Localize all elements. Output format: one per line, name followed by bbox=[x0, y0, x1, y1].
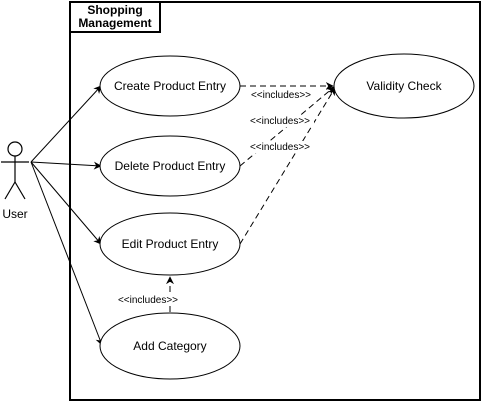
include-label-add-category: <<includes>> bbox=[118, 295, 178, 306]
use-case-edit-product-entry[interactable]: Edit Product Entry bbox=[99, 212, 241, 276]
actor-label: User bbox=[2, 207, 27, 221]
association-create bbox=[30, 85, 102, 163]
include-label-bg-add-category bbox=[113, 294, 183, 306]
include-label-create: <<includes>> bbox=[251, 90, 311, 101]
use-case-add-category-label: Add Category bbox=[133, 339, 206, 353]
association-delete bbox=[30, 161, 102, 170]
association-add-category bbox=[30, 161, 104, 346]
use-case-validity-check[interactable]: Validity Check bbox=[333, 53, 475, 119]
include-label-delete: <<includes>> bbox=[250, 116, 310, 127]
actor-user bbox=[1, 141, 29, 200]
association-edit bbox=[30, 161, 102, 245]
include-edit-line bbox=[239, 87, 336, 245]
use-case-create-label: Create Product Entry bbox=[114, 79, 226, 93]
system-title-line2: Management bbox=[78, 16, 151, 30]
use-case-create-product-entry[interactable]: Create Product Entry bbox=[99, 55, 241, 117]
use-case-delete-product-entry[interactable]: Delete Product Entry bbox=[99, 135, 241, 197]
include-label-bg-edit bbox=[246, 141, 314, 153]
use-case-delete-label: Delete Product Entry bbox=[115, 159, 226, 173]
include-labels: <<includes>> <<includes>> <<includes>> <… bbox=[113, 89, 316, 306]
system-title-line1: Shopping bbox=[87, 3, 142, 17]
actor-head bbox=[7, 141, 23, 157]
actor-right-leg bbox=[14, 181, 26, 200]
include-label-edit: <<includes>> bbox=[250, 142, 310, 153]
actor-left-leg bbox=[4, 181, 16, 200]
system-title-box bbox=[69, 1, 161, 33]
include-label-bg-create bbox=[246, 89, 316, 101]
use-case-add-category[interactable]: Add Category bbox=[99, 312, 241, 380]
use-case-edit-label: Edit Product Entry bbox=[122, 237, 219, 251]
use-case-validity-label: Validity Check bbox=[366, 79, 442, 93]
include-label-bg-delete bbox=[246, 115, 314, 127]
